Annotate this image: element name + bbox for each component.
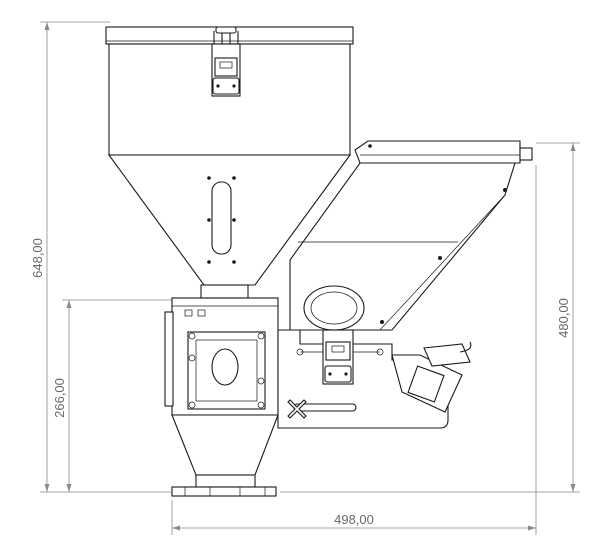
overall-height-label: 648,00	[30, 238, 45, 278]
inspection-window	[211, 348, 239, 386]
dimension-lower-height: 266,00	[52, 299, 172, 492]
feeder-hopper	[289, 140, 533, 331]
lower-height-label: 266,00	[52, 378, 67, 418]
dosing-unit	[277, 329, 472, 429]
feeder-throat	[303, 285, 365, 331]
sight-glass	[211, 181, 232, 255]
mixing-body	[164, 297, 279, 416]
lower-cone	[171, 414, 279, 497]
feeder-latch	[296, 329, 384, 385]
adjustment-knob	[287, 399, 307, 419]
feeder-height-label: 480,00	[556, 298, 571, 338]
dimension-overall-width: 498,00	[171, 165, 537, 535]
feeder-handle	[519, 147, 533, 161]
dimension-overall-height: 648,00	[30, 21, 175, 493]
motor-connector	[423, 343, 471, 367]
dimension-feeder-height: 480,00	[280, 142, 580, 493]
lid-latch	[211, 26, 241, 97]
overall-width-label: 498,00	[334, 512, 374, 527]
base-flange	[171, 486, 277, 497]
